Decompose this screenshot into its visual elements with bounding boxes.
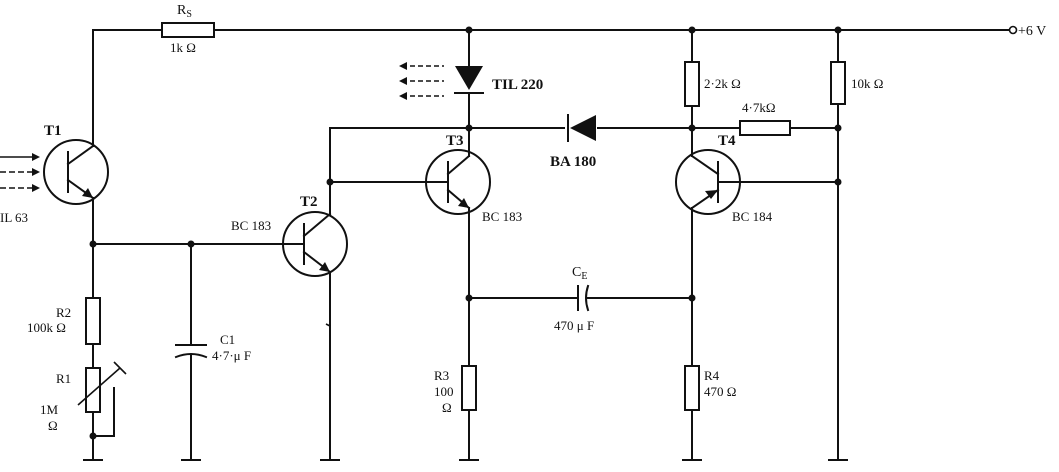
resistor-10k: 10k Ω [830, 29, 883, 461]
r3-value-line1: 100 [434, 384, 454, 399]
rs-value: 1k Ω [170, 40, 196, 55]
resistor-r4: R4 470 Ω [684, 365, 736, 461]
c1-value: 4·7·μ F [212, 348, 251, 363]
t4-name: T4 [718, 133, 736, 149]
ce-name: C [572, 265, 581, 280]
r4-name: R4 [704, 368, 720, 383]
c1-name: C1 [220, 332, 235, 347]
r2-name: R2 [56, 305, 71, 320]
r4k7-value: 4·7kΩ [742, 100, 776, 115]
t3-name: T3 [446, 133, 464, 149]
r4-value: 470 Ω [704, 384, 736, 399]
t1-type: IL 63 [0, 210, 28, 225]
transistor-t2: T2 BC 183 [231, 127, 348, 461]
rs-name: R [177, 3, 187, 18]
svg-text:RS: RS [177, 3, 192, 20]
ce-sub: E [581, 271, 587, 282]
r1-value-line1: 1M [40, 402, 59, 417]
supply-terminal [1008, 25, 1018, 35]
transistor-t3: T3 BC 183 [425, 133, 522, 367]
r3-name: R3 [434, 368, 449, 383]
supply-label: +6 V [1018, 24, 1046, 39]
supply-rail: +6 V [92, 24, 1046, 39]
led-til220: TIL 220 [399, 29, 543, 157]
capacitor-c1: C1 4·7·μ F [174, 243, 251, 461]
ce-value: 470 μ F [554, 318, 594, 333]
transistor-t1: T1 IL 63 [0, 29, 109, 245]
t4-type: BC 184 [732, 209, 773, 224]
t3-type: BC 183 [482, 209, 522, 224]
resistor-r2: R2 100k Ω [27, 243, 101, 369]
light-output-arrows [399, 62, 444, 100]
r3-value-line2: Ω [442, 400, 452, 415]
diode-ba180: BA 180 [550, 114, 596, 170]
t1-name: T1 [44, 123, 62, 139]
r1-value-line2: Ω [48, 418, 58, 433]
t2-name: T2 [300, 194, 318, 210]
resistor-2k2: 2·2k Ω [684, 29, 741, 157]
resistor-4k7: 4·7kΩ [739, 100, 842, 136]
collector-bus [326, 124, 741, 186]
diode-type: BA 180 [550, 154, 596, 170]
potentiometer-r1: R1 1M Ω [40, 361, 127, 461]
t2-type: BC 183 [231, 218, 271, 233]
r10k-value: 10k Ω [851, 76, 883, 91]
rs-sub: S [186, 9, 192, 20]
transistor-t4: T4 BC 184 [675, 133, 839, 367]
t1-emitter-node [89, 240, 285, 248]
capacitor-ce: CE 470 μ F [468, 265, 693, 333]
resistor-r3: R3 100 Ω [434, 365, 477, 461]
led-type: TIL 220 [492, 77, 543, 93]
svg-text:CE: CE [572, 265, 587, 282]
resistor-rs: RS 1k Ω [161, 3, 215, 55]
r2k2-value: 2·2k Ω [704, 76, 741, 91]
light-input-arrows [0, 153, 40, 192]
r1-name: R1 [56, 371, 71, 386]
r2-value: 100k Ω [27, 320, 66, 335]
